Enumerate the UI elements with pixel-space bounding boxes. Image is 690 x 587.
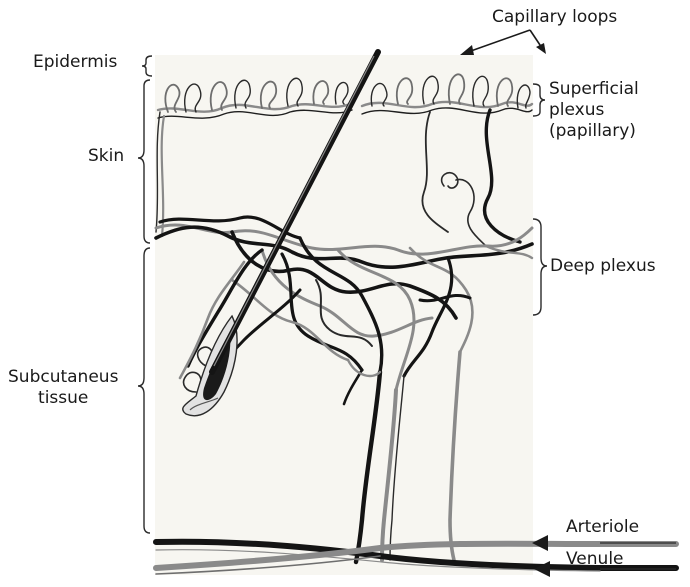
skin-bracket	[138, 80, 150, 243]
capillary-loops-arrow	[460, 30, 546, 55]
capillary-loops-label: Capillary loops	[492, 7, 617, 28]
deep-plexus-bracket	[533, 219, 547, 315]
superficial-plexus-bracket	[533, 84, 545, 116]
epidermis-label: Epidermis	[33, 52, 117, 73]
subcutaneous-label: Subcutaneus tissue	[8, 367, 118, 409]
venule-label: Venule	[566, 549, 624, 570]
subcutaneous-bracket	[138, 248, 150, 533]
superficial-plexus-label: Superficial plexus (papillary)	[549, 79, 639, 142]
deep-plexus-label: Deep plexus	[550, 256, 656, 277]
arteriole-label: Arteriole	[566, 517, 639, 538]
tissue-block	[155, 55, 533, 575]
skin-label: Skin	[88, 146, 124, 167]
epidermis-bracket	[142, 56, 152, 76]
